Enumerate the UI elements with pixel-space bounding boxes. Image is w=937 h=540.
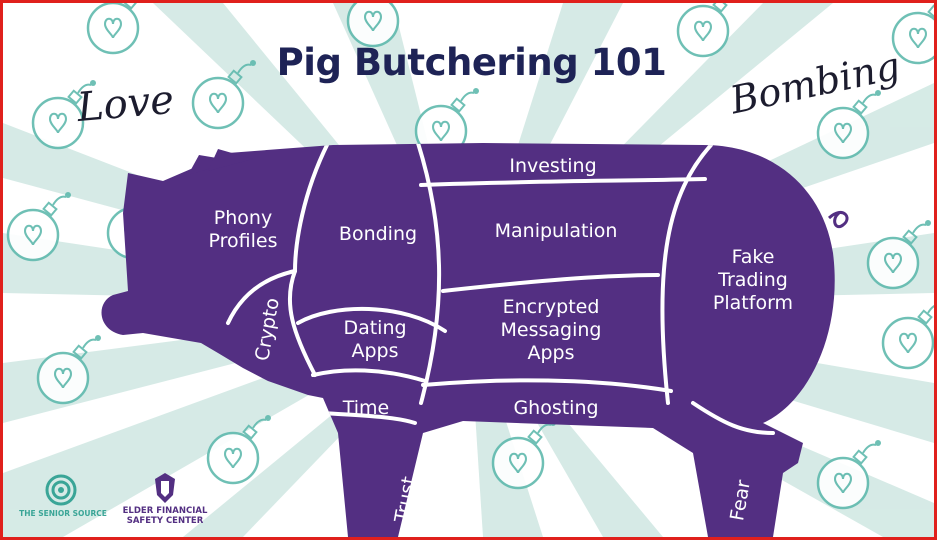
cut-label-line: Messaging xyxy=(500,319,602,341)
cut-fake-trading-platform: Fake Trading Platform xyxy=(693,246,813,315)
cut-label-line: Fake xyxy=(731,246,775,268)
cut-lines xyxy=(226,143,775,435)
cut-label-line: Apps xyxy=(351,340,399,362)
elder-financial-logo xyxy=(155,473,175,503)
cut-bonding: Bonding xyxy=(338,223,418,245)
page-title: Pig Butchering 101 xyxy=(276,41,667,84)
cut-label-line: Trading xyxy=(718,269,788,291)
cut-ghosting: Ghosting xyxy=(513,397,599,419)
cut-label-line: Apps xyxy=(527,342,575,364)
pig xyxy=(101,143,849,537)
logo-text-line: SAFETY CENTER xyxy=(126,516,204,526)
logo-text-line: ELDER FINANCIAL xyxy=(122,506,208,516)
senior-source-logo xyxy=(45,474,77,506)
cut-label-line: Profiles xyxy=(208,230,278,252)
cut-label-line: Encrypted xyxy=(502,296,600,318)
cut-dating-apps: Dating Apps xyxy=(323,317,427,363)
pig-tail xyxy=(827,211,849,228)
elder-financial-text: ELDER FINANCIAL SAFETY CENTER xyxy=(113,506,217,526)
cut-investing: Investing xyxy=(509,155,597,177)
love-label: Love xyxy=(75,76,176,132)
cut-time: Time xyxy=(342,397,390,419)
cut-label-line: Platform xyxy=(712,292,794,314)
senior-source-text: THE SENIOR SOURCE xyxy=(19,509,107,518)
cut-label-line: Dating xyxy=(343,317,407,339)
cut-label-line: Phony xyxy=(213,207,273,229)
cut-manipulation: Manipulation xyxy=(494,220,618,242)
cut-phony-profiles: Phony Profiles xyxy=(193,207,293,253)
pig-diagram xyxy=(3,3,934,537)
cut-encrypted-messaging-apps: Encrypted Messaging Apps xyxy=(471,296,631,365)
